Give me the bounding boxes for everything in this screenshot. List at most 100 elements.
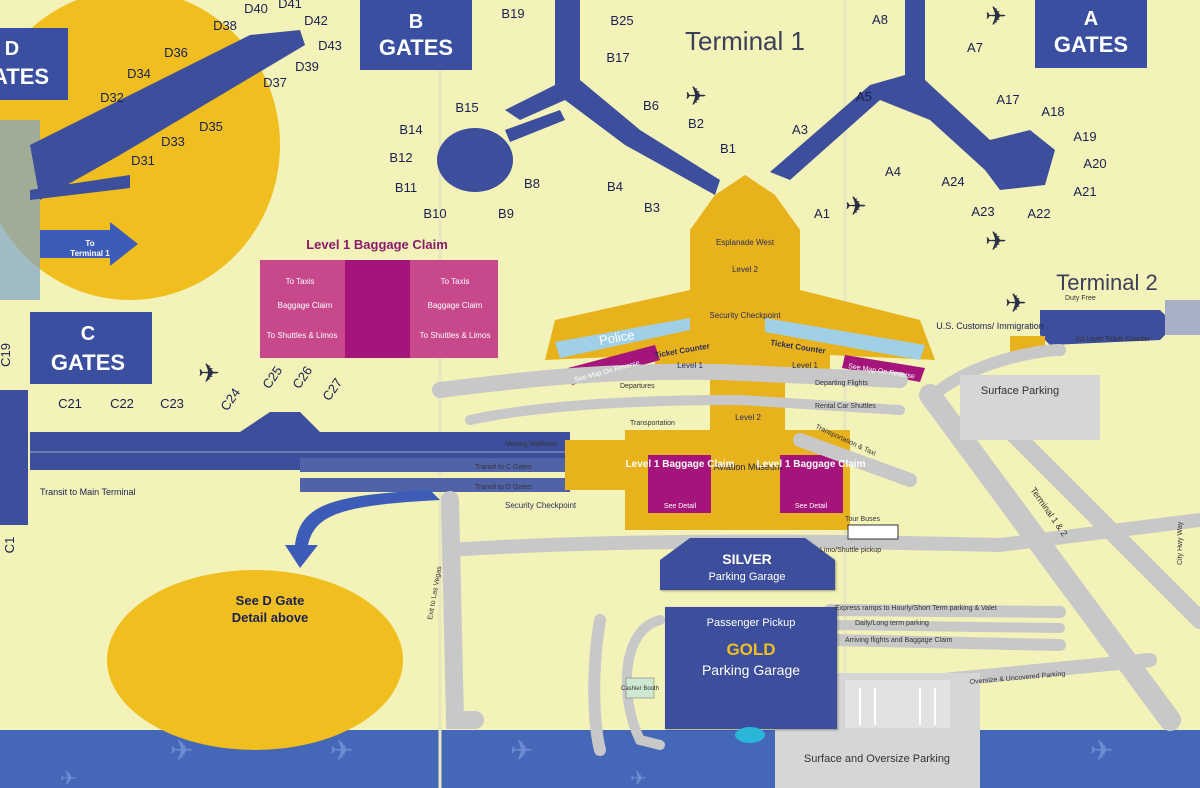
gate-label-d38: D38 [213,18,237,33]
gate-label-c19: C19 [0,343,13,367]
customs-label: U.S. Customs/ Immigration [936,321,1044,331]
d-concourse [30,30,305,200]
level2-top: Level 2 [732,265,758,274]
gate-label-c24: C24 [217,385,243,413]
c-concourse-bump [240,412,320,432]
gate-label-d33: D33 [161,134,185,149]
transit-main-label: Transit to Main Terminal [40,487,136,497]
tour-buses-label: Tour Buses [845,516,881,523]
svg-text:✈: ✈ [845,191,867,221]
silver-sub-label: Parking Garage [708,571,785,583]
svg-text:✈: ✈ [60,768,77,788]
departures-label: Departures [620,383,655,390]
gate-label-b8: B8 [524,176,540,191]
ticket-band-right [765,318,925,360]
silver-label: SILVER [722,551,772,567]
baggage-left-detail: See Detail [664,503,697,510]
moving-walkway-label: Moving Walkway [505,441,558,448]
gold-sub-label: Parking Garage [702,662,800,678]
svg-text:✈: ✈ [985,1,1007,31]
terminal1-title: Terminal 1 [685,26,805,56]
ticket-band-left [555,318,690,358]
gate-label-d35: D35 [199,119,223,134]
aviation-museum-label: Aviation Museum [714,462,783,472]
gate-label-c1: C1 [2,537,17,554]
gate-label-a1: A1 [814,206,830,221]
plane-pattern: ✈ ✈ ✈ ✈ ✈ ✈ [60,735,1113,788]
b-concourse [505,0,720,195]
c-gates-letter: C [81,323,95,345]
d-gates-letter: D [5,38,19,60]
cashier-label: Cashier Booth [621,686,659,692]
b-gates-letter: B [409,11,423,33]
terminal2-building [1040,310,1175,345]
b-connector [505,110,565,142]
bp-baggage-claim-left: Baggage Claim [278,301,333,310]
terminal1-building [545,175,935,375]
baggage-left-label: Level 1 Baggage Claim [626,459,735,470]
bp-baggage-claim-right: Baggage Claim [428,301,483,310]
gate-label-c22: C22 [110,396,134,411]
gate-label-c26: C26 [289,363,315,391]
to-terminal1-arrow [40,222,138,266]
duty-free-label: Duty Free [1065,295,1096,302]
gate-label-a23: A23 [971,204,994,219]
transit-d-label: Transit to D Gates [475,484,532,491]
to-d-arrow [285,490,440,568]
level1-right: Level 1 [792,361,818,370]
gate-label-c21: C21 [58,396,82,411]
silver-garage [660,538,835,590]
bp-shuttles-left: To Shuttles & Limos [267,331,338,340]
road-side-label: City Hwy Way [1177,521,1184,565]
to-terminal1-label-2: Terminal 1 [70,249,110,258]
gate-label-a8: A8 [872,12,888,27]
gate-labels: A1A3A4A5A7A8A17A18A19A20A21A22A23A24B1B2… [0,0,1107,553]
gate-label-a21: A21 [1073,184,1096,199]
aircraft-icons: ✈ ✈ ✈ ✈ ✈ ✈ [198,1,1027,388]
gate-label-c25: C25 [259,363,285,391]
baggage-left-box [648,455,711,513]
b-satellite [437,128,513,192]
gate-label-b1: B1 [720,141,736,156]
parking-rows [845,680,950,728]
terminal2-annex [1165,300,1200,335]
d-gates-box [0,28,68,100]
gate-label-d31: D31 [131,153,155,168]
gate-label-b12: B12 [389,150,412,165]
terminal2-title: Terminal 2 [1056,270,1157,295]
bp-shuttles-right: To Shuttles & Limos [420,331,491,340]
limo-shuttle-label: Limo/Shuttle pickup [820,547,881,554]
gate-label-a5: A5 [856,89,872,104]
baggage-panel-center [345,260,410,358]
gate-label-a3: A3 [792,122,808,137]
gate-label-a7: A7 [967,40,983,55]
security-checkpoint-lower: Security Checkpoint [505,501,577,510]
gate-label-d43: D43 [318,38,342,53]
gate-label-a19: A19 [1073,129,1096,144]
c-gates-word: GATES [51,350,125,375]
gate-label-b17: B17 [606,50,629,65]
gate-label-d32: D32 [100,90,124,105]
svg-text:✈: ✈ [510,735,533,766]
police-label: Police [598,327,635,348]
svg-text:✈: ✈ [1005,288,1027,318]
gate-label-a24: A24 [941,174,964,189]
gate-label-a20: A20 [1083,156,1106,171]
surface-oversize-label: Surface and Oversize Parking [804,753,950,765]
gate-label-b14: B14 [399,122,422,137]
to-terminal1-label: To [85,239,94,248]
a-gates-box [1035,0,1147,68]
transportation-label: Transportation [630,420,675,427]
bus-icon [847,524,899,540]
departing-flights-label: Departing Flights [815,380,868,387]
security-checkpoint-label: Security Checkpoint [709,311,781,320]
level2-mid: Level 2 [735,413,761,422]
gate-label-a18: A18 [1041,104,1064,119]
gate-label-d36: D36 [164,45,188,60]
see-d-label-1: See D Gate [236,593,305,608]
svg-text:✈: ✈ [985,226,1007,256]
baggage-right-box [780,455,843,513]
a-concourse [770,0,1055,190]
d-gates-word: GATES [0,64,49,89]
